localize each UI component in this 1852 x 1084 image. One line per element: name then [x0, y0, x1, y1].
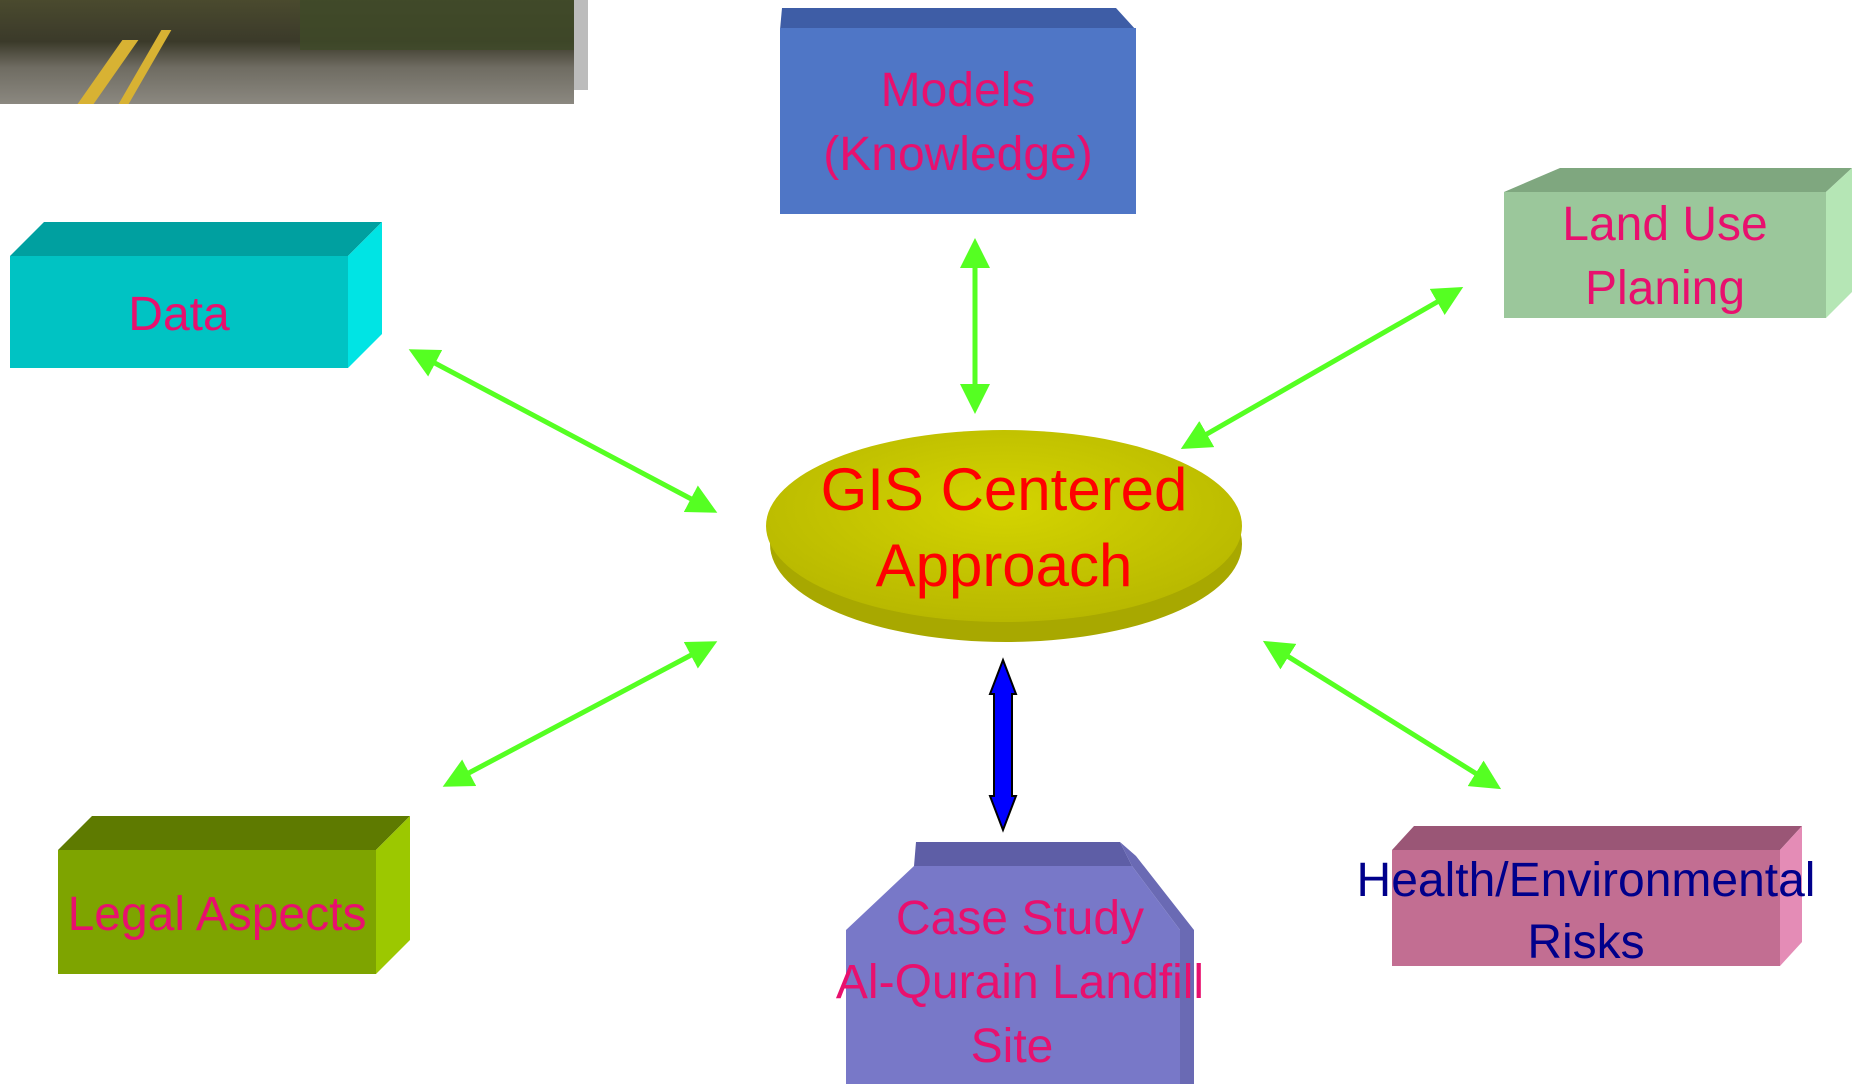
arrow-land-use [1180, 287, 1464, 449]
case-study-label-line3: Site [971, 1020, 1054, 1073]
data-node: Data [10, 222, 382, 368]
arrow-legal [442, 641, 718, 787]
health-label-line1: Health/Environmental [1357, 854, 1816, 907]
land-use-node: Land Use Planing [1504, 168, 1852, 318]
models-node: Models (Knowledge) [780, 8, 1136, 214]
legal-node: Legal Aspects [58, 816, 410, 974]
health-node: Health/Environmental Risks [1357, 826, 1816, 969]
arrow-health [1262, 640, 1502, 790]
legal-label: Legal Aspects [68, 888, 367, 941]
case-study-shape [846, 866, 1180, 1084]
health-label-line2: Risks [1527, 916, 1644, 969]
road-photo [0, 0, 588, 104]
data-box [10, 256, 348, 368]
land-use-box [1504, 192, 1826, 318]
models-box [780, 28, 1136, 214]
case-study-label-line1: Case Study [896, 892, 1144, 945]
arrow-case-study [988, 657, 1018, 833]
data-label: Data [128, 288, 230, 341]
center-label-line1: GIS Centered [821, 456, 1188, 523]
center-label-line2: Approach [876, 532, 1133, 599]
models-label-line1: Models [881, 64, 1036, 117]
land-use-label-line2: Planing [1585, 262, 1745, 315]
models-label-line2: (Knowledge) [823, 128, 1092, 181]
center-node: GIS Centered Approach [766, 430, 1242, 642]
case-study-label-line2: Al-Qurain Landfill [836, 956, 1204, 1009]
arrow-data [408, 349, 718, 513]
health-box [1392, 850, 1780, 966]
land-use-label-line1: Land Use [1562, 198, 1767, 251]
case-study-node: Case Study Al-Qurain Landfill Site [836, 842, 1204, 1084]
center-disc [766, 430, 1242, 622]
legal-box [58, 850, 376, 974]
